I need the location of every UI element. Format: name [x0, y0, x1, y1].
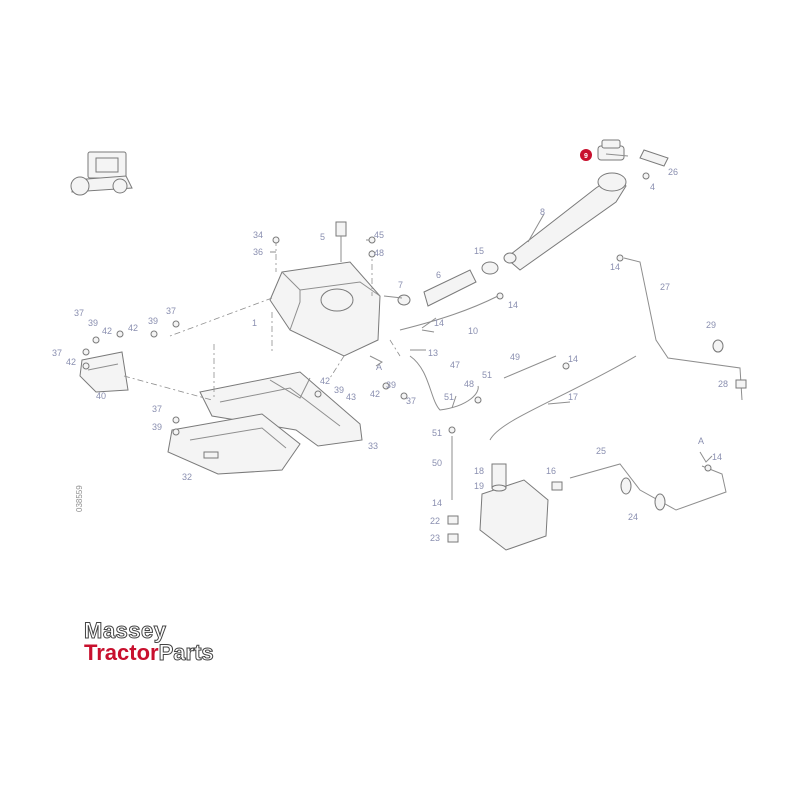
callout-51-b[interactable]: 51 — [444, 392, 454, 402]
callout-14-e[interactable]: 14 — [432, 498, 442, 508]
callouts: 1 4 5 6 7 8 10 13 14 14 14 14 14 14 15 1… — [52, 167, 728, 543]
callout-19[interactable]: 19 — [474, 481, 484, 491]
callout-6[interactable]: 6 — [436, 270, 441, 280]
callout-16[interactable]: 16 — [546, 466, 556, 476]
tractor-thumbnail-icon — [70, 151, 133, 196]
vent-pipe-27[interactable] — [623, 257, 743, 401]
callout-14-d[interactable]: 14 — [568, 354, 578, 364]
assembly-lines — [123, 240, 401, 401]
callout-36[interactable]: 36 — [253, 247, 263, 257]
callout-28[interactable]: 28 — [718, 379, 728, 389]
callout-26[interactable]: 26 — [668, 167, 678, 177]
pipe-clamp-29[interactable] — [712, 339, 724, 353]
callout-42-d[interactable]: 42 — [320, 376, 330, 386]
callout-13[interactable]: 13 — [428, 348, 438, 358]
highlight-badge[interactable]: 9 — [580, 149, 592, 161]
callout-37-e[interactable]: 37 — [406, 396, 416, 406]
callout-27[interactable]: 27 — [660, 282, 670, 292]
callout-39-c[interactable]: 39 — [152, 422, 162, 432]
callout-17[interactable]: 17 — [568, 392, 578, 402]
fuel-pipe-17[interactable] — [489, 355, 637, 441]
callout-39-e[interactable]: 39 — [386, 380, 396, 390]
filler-neck[interactable] — [505, 172, 627, 271]
logo-line1: Massey — [84, 618, 167, 643]
callout-39-a[interactable]: 39 — [88, 318, 98, 328]
callout-37-b[interactable]: 37 — [166, 306, 176, 316]
pipe-end-28[interactable] — [735, 379, 747, 389]
callout-A-b[interactable]: A — [698, 436, 704, 446]
callout-47[interactable]: 47 — [450, 360, 460, 370]
diagram-ref-code: 038559 — [75, 485, 84, 512]
callout-25[interactable]: 25 — [596, 446, 606, 456]
fuel-cap[interactable] — [597, 139, 625, 161]
clamp[interactable] — [481, 252, 517, 275]
callout-32[interactable]: 32 — [182, 472, 192, 482]
callout-4[interactable]: 4 — [650, 182, 655, 192]
callout-23[interactable]: 23 — [430, 533, 440, 543]
callout-42-c[interactable]: 42 — [66, 357, 76, 367]
callout-15[interactable]: 15 — [474, 246, 484, 256]
side-bracket[interactable] — [79, 351, 129, 393]
hose[interactable] — [423, 269, 477, 307]
callout-24[interactable]: 24 — [628, 512, 638, 522]
callout-14-c[interactable]: 14 — [610, 262, 620, 272]
callout-14-b[interactable]: 14 — [508, 300, 518, 310]
callout-45[interactable]: 45 — [374, 230, 384, 240]
callout-29[interactable]: 29 — [706, 320, 716, 330]
bolts — [82, 172, 712, 472]
callout-14-a[interactable]: 14 — [434, 318, 444, 328]
fuel-pipe-49[interactable] — [503, 355, 557, 379]
callout-39-d[interactable]: 39 — [334, 385, 344, 395]
callout-14-f[interactable]: 14 — [712, 452, 722, 462]
fitting-16[interactable] — [551, 481, 563, 491]
callout-8[interactable]: 8 — [540, 207, 545, 217]
callout-48-b[interactable]: 48 — [464, 379, 474, 389]
fuel-pipe-10[interactable] — [399, 295, 499, 331]
callout-5[interactable]: 5 — [320, 232, 325, 242]
logo-parts: Parts — [159, 640, 214, 665]
logo-line2: TractorParts — [84, 640, 214, 665]
pipe-clamp-24[interactable] — [620, 477, 666, 511]
callout-7[interactable]: 7 — [398, 280, 403, 290]
callout-18[interactable]: 18 — [474, 466, 484, 476]
logo-tractor: Tractor — [84, 640, 159, 665]
callout-40[interactable]: 40 — [96, 391, 106, 401]
callout-42-a[interactable]: 42 — [102, 326, 112, 336]
clip[interactable] — [397, 294, 411, 306]
fitting-23[interactable] — [447, 533, 459, 543]
highlight-badge-label: 9 — [584, 153, 588, 160]
section-arrows — [369, 355, 713, 463]
cap-strap[interactable] — [639, 149, 669, 167]
callout-51-a[interactable]: 51 — [482, 370, 492, 380]
callout-50[interactable]: 50 — [432, 458, 442, 468]
callout-10[interactable]: 10 — [468, 326, 478, 336]
callout-42-e[interactable]: 42 — [370, 389, 380, 399]
callout-37-d[interactable]: 37 — [152, 404, 162, 414]
callout-42-b[interactable]: 42 — [128, 323, 138, 333]
callout-39-b[interactable]: 39 — [148, 316, 158, 326]
callout-A-a[interactable]: A — [376, 362, 382, 372]
massey-tractor-parts-logo: Massey TractorParts — [84, 618, 215, 666]
fitting-22[interactable] — [447, 515, 459, 525]
tank-support-frame[interactable] — [199, 371, 363, 447]
callout-48-a[interactable]: 48 — [374, 248, 384, 258]
fuel-pipe-47[interactable] — [409, 355, 479, 411]
fuel-pump-assembly[interactable] — [479, 463, 549, 551]
lower-bracket[interactable] — [167, 413, 301, 475]
fuel-pipe-25[interactable] — [569, 463, 727, 511]
callout-49[interactable]: 49 — [510, 352, 520, 362]
callout-34[interactable]: 34 — [253, 230, 263, 240]
leader-lines — [270, 153, 629, 409]
callout-43[interactable]: 43 — [346, 392, 356, 402]
callout-1[interactable]: 1 — [252, 318, 257, 328]
callout-22[interactable]: 22 — [430, 516, 440, 526]
callout-51-c[interactable]: 51 — [432, 428, 442, 438]
callout-37-a[interactable]: 37 — [74, 308, 84, 318]
callout-33[interactable]: 33 — [368, 441, 378, 451]
sender-unit[interactable] — [335, 221, 347, 262]
fuel-tank[interactable] — [269, 261, 381, 357]
callout-37-c[interactable]: 37 — [52, 348, 62, 358]
